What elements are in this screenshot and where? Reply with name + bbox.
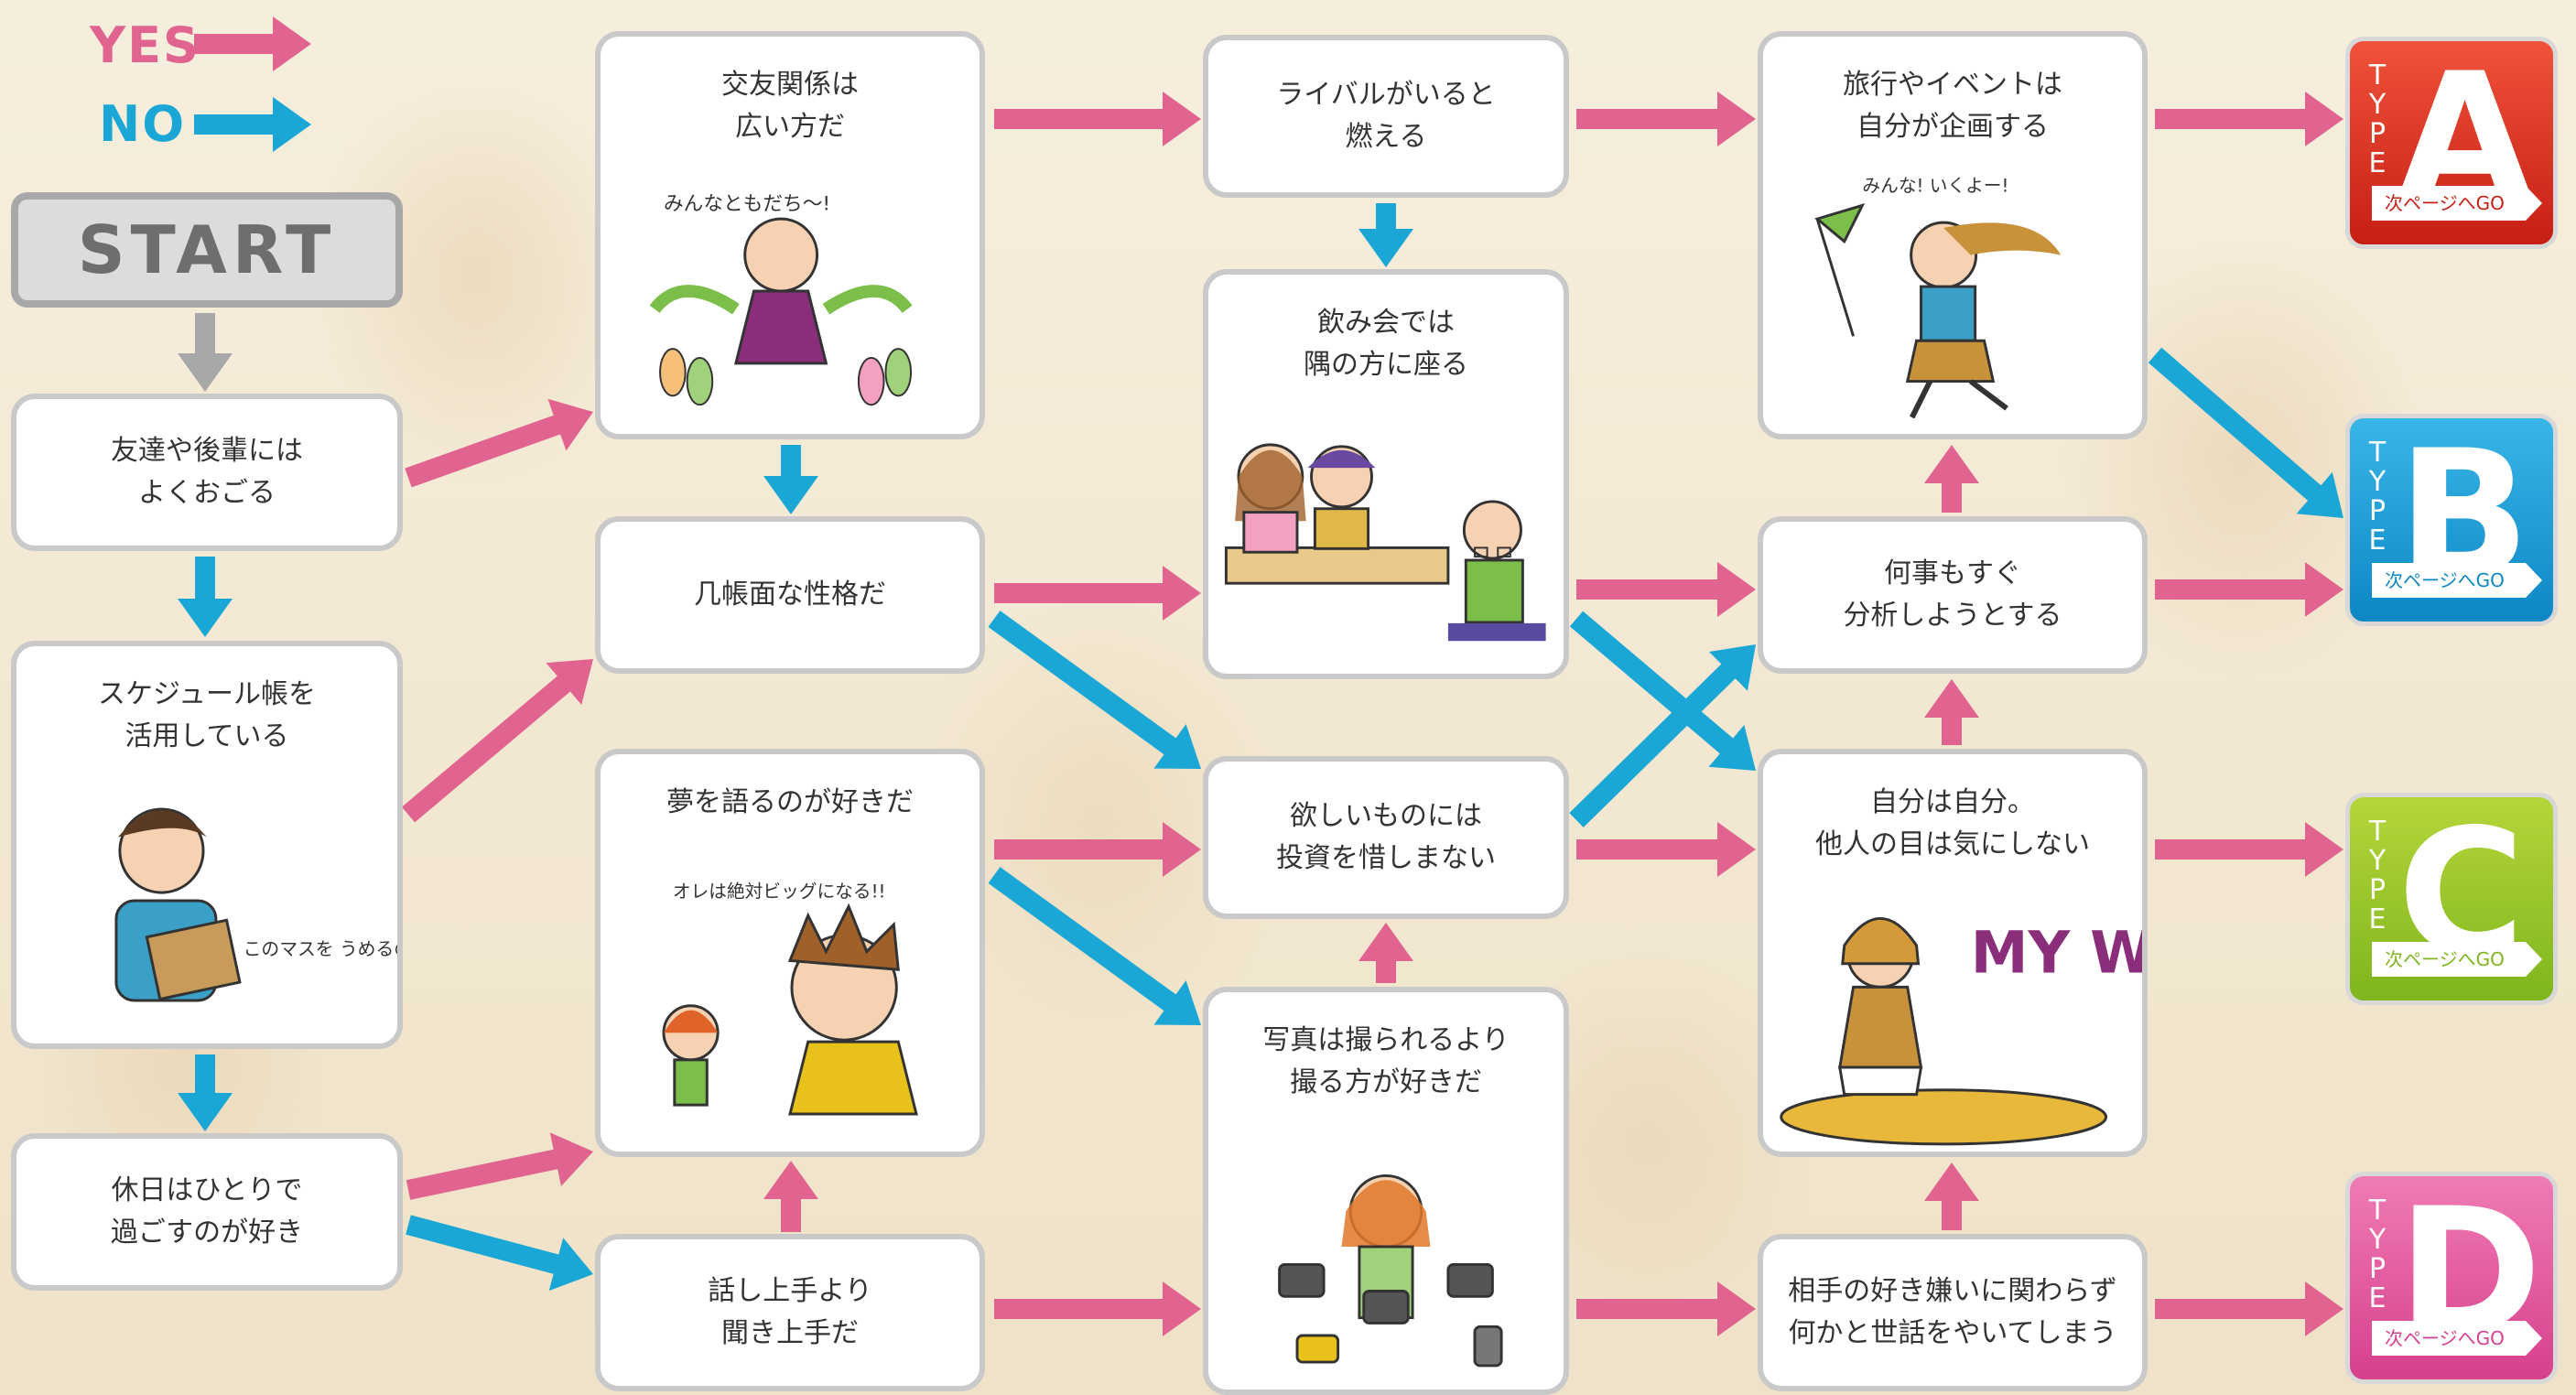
myself-illustration: MY WAY (1763, 866, 2142, 1152)
arrow-right-icon (2526, 942, 2542, 977)
arrow-yes (994, 822, 1201, 877)
arrow-yes (994, 1281, 1201, 1336)
question-text: 写真は撮られるより 撮る方が好きだ (1262, 1024, 1510, 1098)
arrow-right-icon (2526, 186, 2542, 221)
question-text: 旅行やイベントは 自分が企画する (1843, 69, 2062, 143)
arrow-yes (405, 398, 593, 488)
question-drinking-party[interactable]: 飲み会では 隅の方に座る (1203, 269, 1569, 679)
arrow-yes (2155, 1281, 2343, 1336)
arrow-yes (1924, 445, 1979, 513)
question-schedule-book[interactable]: スケジュール帳を 活用している このマスを うめるのが いいんだ〜 (11, 641, 403, 1049)
next-page-button[interactable]: 次ページへGO (2372, 563, 2542, 598)
arrow-yes (1924, 679, 1979, 745)
arrow-no (2148, 347, 2343, 518)
question-text: ライバルがいると 燃える (1276, 79, 1496, 153)
schedule-illustration: このマスを うめるのが いいんだ〜 (16, 758, 397, 1044)
arrow-right-icon (2526, 1321, 2542, 1356)
legend-yes-label: YES (90, 16, 200, 74)
question-myself[interactable]: 自分は自分。 他人の目は気にしない MY WAY (1758, 749, 2148, 1157)
arrow-no (988, 867, 1201, 1025)
question-text: 飲み会では 隅の方に座る (1304, 307, 1468, 381)
next-page-label: 次ページへGO (2385, 569, 2505, 591)
question-text: 相手の好き嫌いに関わらず 何かと世話をやいてしまう (1788, 1275, 2117, 1349)
next-page-button[interactable]: 次ページへGO (2372, 942, 2542, 977)
question-rival[interactable]: ライバルがいると 燃える (1203, 35, 1569, 198)
drinking-illustration (1208, 386, 1564, 674)
question-caring[interactable]: 相手の好き嫌いに関わらず 何かと世話をやいてしまう (1758, 1234, 2148, 1391)
arrow-yes (2155, 92, 2343, 146)
arrow-yes (1924, 1162, 1979, 1230)
question-text: 何事もすぐ 分析しようとする (1843, 557, 2062, 632)
arrow-no (988, 611, 1201, 769)
dreams-illustration: オレは絶対ビッグになる!! (601, 824, 980, 1152)
question-text: 友達や後輩には よくおごる (111, 435, 303, 509)
arrow-start (178, 313, 233, 392)
question-wide-friendships[interactable]: 交友関係は 広い方だ みんなともだち〜! (595, 31, 985, 439)
next-page-label: 次ページへGO (2385, 1327, 2505, 1349)
next-page-label: 次ページへGO (2385, 192, 2505, 214)
arrow-no (1569, 644, 1756, 827)
question-meticulous[interactable]: 几帳面な性格だ (595, 516, 985, 674)
arrow-yes (2155, 822, 2343, 877)
question-analyze[interactable]: 何事もすぐ 分析しようとする (1758, 516, 2148, 674)
illustration-caption: このマスを うめるのが いいんだ〜 (244, 938, 397, 959)
arrow-yes (2155, 562, 2343, 617)
legend-yes-arrow (194, 16, 311, 71)
arrow-no (763, 445, 818, 514)
question-text: 自分は自分。 他人の目は気にしない (1815, 786, 2090, 860)
legend-no-label: NO (99, 95, 187, 153)
question-take-photos[interactable]: 写真は撮られるより 撮る方が好きだ (1203, 987, 1569, 1395)
start-box[interactable]: START (11, 192, 403, 308)
arrow-no (406, 1215, 593, 1292)
legend-no-arrow (194, 97, 311, 152)
arrow-yes (994, 566, 1201, 621)
arrow-yes (1576, 822, 1756, 877)
photo-illustration (1208, 1104, 1564, 1390)
arrow-yes (406, 1132, 593, 1200)
arrow-no (178, 1054, 233, 1131)
arrow-yes (763, 1161, 818, 1232)
arrow-yes (1576, 1281, 1756, 1336)
arrow-no (1358, 203, 1413, 267)
next-page-button[interactable]: 次ページへGO (2372, 1321, 2542, 1356)
illustration-caption: みんな! いくよー! (1862, 176, 2008, 197)
question-text: 休日はひとりで 過ごすのが好き (110, 1174, 304, 1249)
question-text: 欲しいものには 投資を惜しまない (1276, 800, 1496, 874)
arrow-no (1569, 611, 1756, 771)
arrow-yes (1358, 923, 1413, 983)
question-holiday-alone[interactable]: 休日はひとりで 過ごすのが好き (11, 1133, 403, 1291)
question-treat-friends[interactable]: 友達や後輩には よくおごる (11, 394, 403, 551)
arrow-yes (401, 659, 593, 823)
question-plan-events[interactable]: 旅行やイベントは 自分が企画する みんな! いくよー! (1758, 31, 2148, 439)
question-text: スケジュール帳を 活用している (98, 678, 316, 752)
question-good-listener[interactable]: 話し上手より 聞き上手だ (595, 1234, 985, 1391)
illustration-caption: オレは絶対ビッグになる!! (673, 881, 886, 902)
friends-illustration: みんなともだち〜! (601, 148, 980, 434)
next-page-label: 次ページへGO (2385, 948, 2505, 970)
question-text: 話し上手より 聞き上手だ (708, 1275, 872, 1349)
illustration-caption: みんなともだち〜! (664, 192, 830, 215)
question-text: 夢を語るのが好きだ (666, 786, 914, 818)
illustration-caption: MY WAY (1971, 919, 2142, 987)
arrow-right-icon (2526, 563, 2542, 598)
travel-illustration: みんな! いくよー! (1763, 148, 2142, 434)
arrow-yes (1576, 92, 1756, 146)
question-talk-dreams[interactable]: 夢を語るのが好きだ オレは絶対ビッグになる!! (595, 749, 985, 1157)
question-text: 几帳面な性格だ (694, 579, 886, 611)
arrow-yes (1576, 562, 1756, 617)
arrow-yes (994, 92, 1201, 146)
question-invest-wants[interactable]: 欲しいものには 投資を惜しまない (1203, 756, 1569, 919)
arrow-no (178, 557, 233, 637)
next-page-button[interactable]: 次ページへGO (2372, 186, 2542, 221)
question-text: 交友関係は 広い方だ (721, 69, 859, 143)
